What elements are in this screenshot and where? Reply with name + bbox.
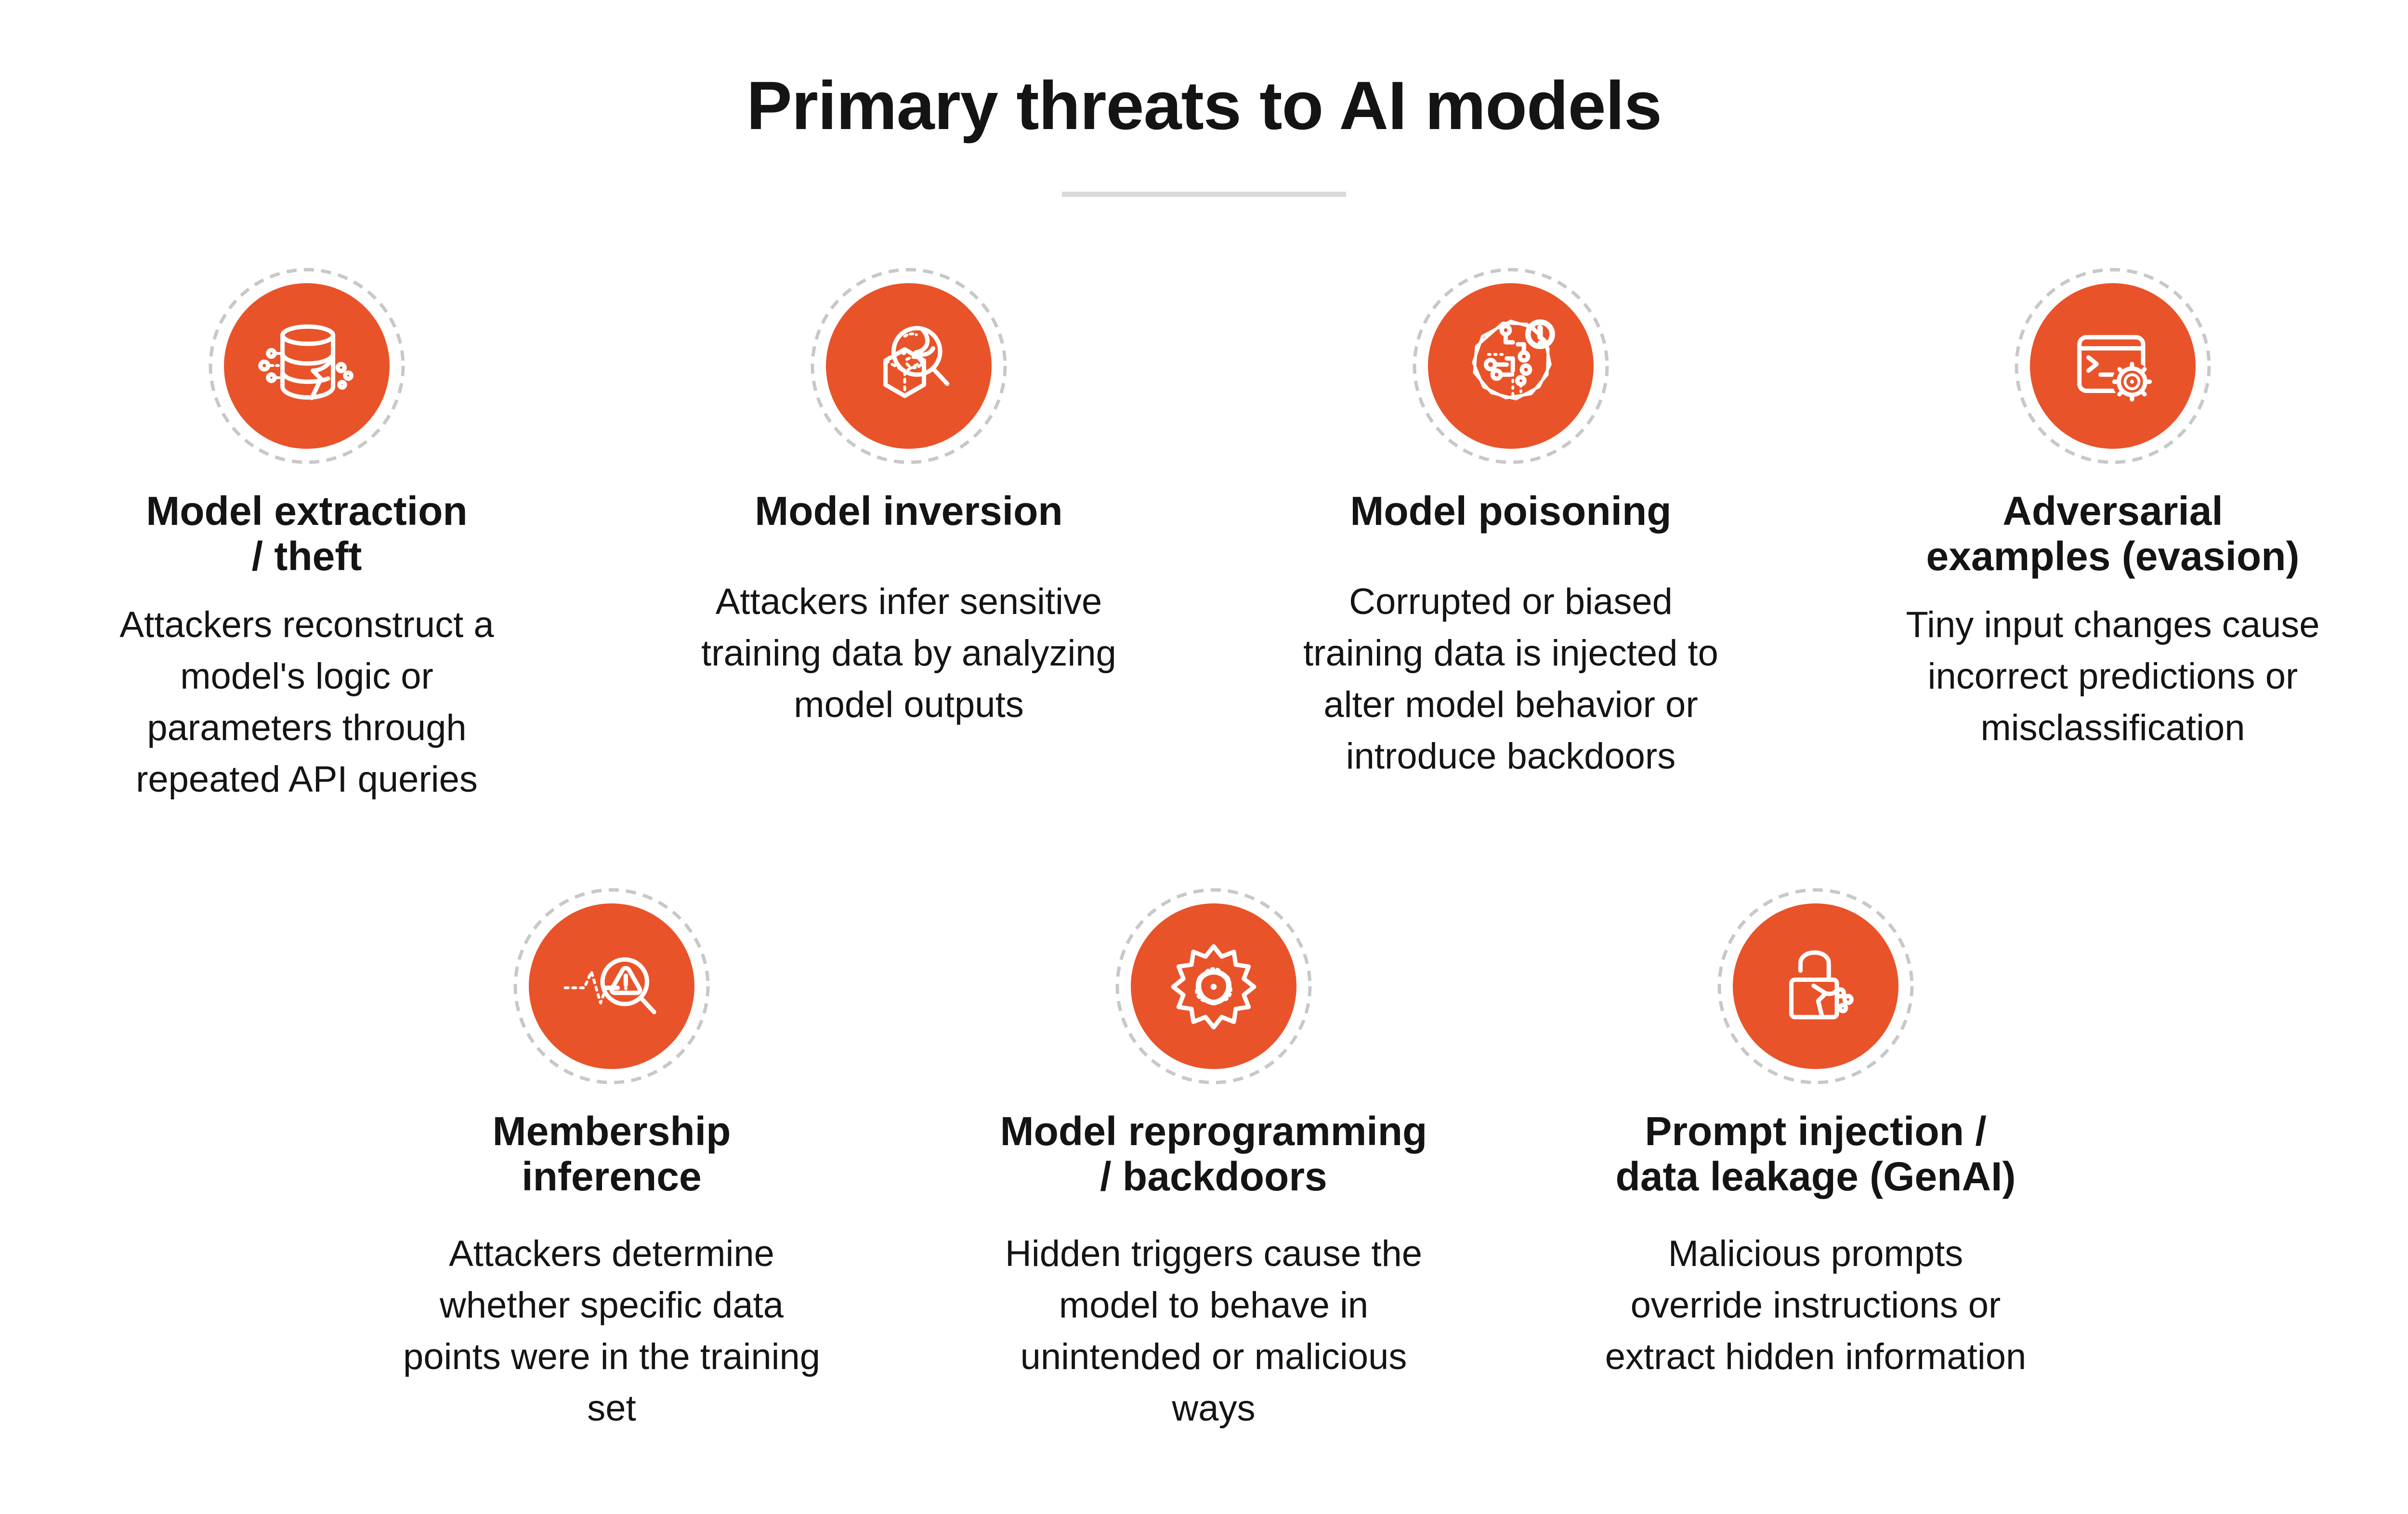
badge-model-extraction bbox=[209, 268, 405, 464]
card-model-extraction: Model extraction / theft Attackers recon… bbox=[6, 265, 608, 805]
card-title-model-extraction: Model extraction / theft bbox=[146, 488, 468, 579]
badge-prompt-injection bbox=[1717, 888, 1914, 1084]
dashed-ring bbox=[811, 268, 1007, 464]
badge-model-poisoning bbox=[1413, 268, 1609, 464]
card-prompt-injection: Prompt injection / data leakage (GenAI) … bbox=[1515, 885, 2117, 1434]
circuit-alert-icon bbox=[1472, 319, 1555, 401]
dashed-ring bbox=[1115, 888, 1312, 1084]
card-title-prompt-injection: Prompt injection / data leakage (GenAI) bbox=[1615, 1109, 2016, 1199]
card-body-prompt-injection: Malicious prompts override instructions … bbox=[1605, 1233, 2027, 1377]
model-inversion-magnifier-icon bbox=[883, 326, 950, 398]
icon-disc bbox=[2030, 283, 2196, 449]
title-divider bbox=[1062, 192, 1346, 197]
card-title-model-inversion: Model inversion bbox=[755, 488, 1063, 534]
badge-model-reprogramming bbox=[1115, 888, 1312, 1084]
card-model-inversion: Model inversion Attackers infer sensitiv… bbox=[608, 265, 1210, 805]
threat-row-top: Model extraction / theft Attackers recon… bbox=[6, 265, 2408, 805]
dashed-ring bbox=[1413, 268, 1609, 464]
card-body-model-poisoning: Corrupted or biased training data is inj… bbox=[1303, 581, 1718, 777]
card-title-adversarial-examples: Adversarial examples (evasion) bbox=[1926, 488, 2300, 579]
gear-biohazard-icon bbox=[1171, 944, 1256, 1030]
badge-membership-inference bbox=[513, 888, 710, 1084]
card-model-poisoning: Model poisoning Corrupted or biased trai… bbox=[1210, 265, 1812, 805]
badge-model-inversion bbox=[811, 268, 1007, 464]
card-membership-inference: Membership inference Attackers determine… bbox=[311, 885, 913, 1434]
card-title-membership-inference: Membership inference bbox=[492, 1109, 731, 1199]
dashed-ring bbox=[513, 888, 710, 1084]
card-body-model-reprogramming: Hidden triggers cause the model to behav… bbox=[1005, 1233, 1423, 1429]
card-title-model-poisoning: Model poisoning bbox=[1350, 488, 1672, 534]
card-model-reprogramming: Model reprogramming / backdoors Hidden t… bbox=[913, 885, 1515, 1434]
threat-row-bottom: Membership inference Attackers determine… bbox=[311, 885, 2117, 1434]
broken-padlock-icon bbox=[1789, 950, 1854, 1019]
card-title-model-reprogramming: Model reprogramming / backdoors bbox=[1000, 1109, 1427, 1199]
card-adversarial-examples: Adversarial examples (evasion) Tiny inpu… bbox=[1812, 265, 2408, 805]
card-body-model-inversion: Attackers infer sensitive training data … bbox=[701, 581, 1116, 725]
page-title: Primary threats to AI models bbox=[746, 67, 1662, 144]
waveform-magnifier-alert-icon bbox=[563, 957, 656, 1015]
terminal-biohazard-icon bbox=[2077, 335, 2152, 402]
card-body-adversarial-examples: Tiny input changes cause incorrect predi… bbox=[1906, 604, 2320, 748]
icon-disc bbox=[224, 283, 390, 449]
dashed-ring bbox=[209, 268, 405, 464]
card-body-model-extraction: Attackers reconstruct a model's logic or… bbox=[119, 604, 494, 800]
dashed-ring bbox=[2015, 268, 2211, 464]
card-body-membership-inference: Attackers determine whether specific dat… bbox=[403, 1233, 821, 1429]
dashed-ring bbox=[1717, 888, 1914, 1084]
database-crack-icon bbox=[258, 324, 353, 400]
badge-adversarial-examples bbox=[2015, 268, 2211, 464]
